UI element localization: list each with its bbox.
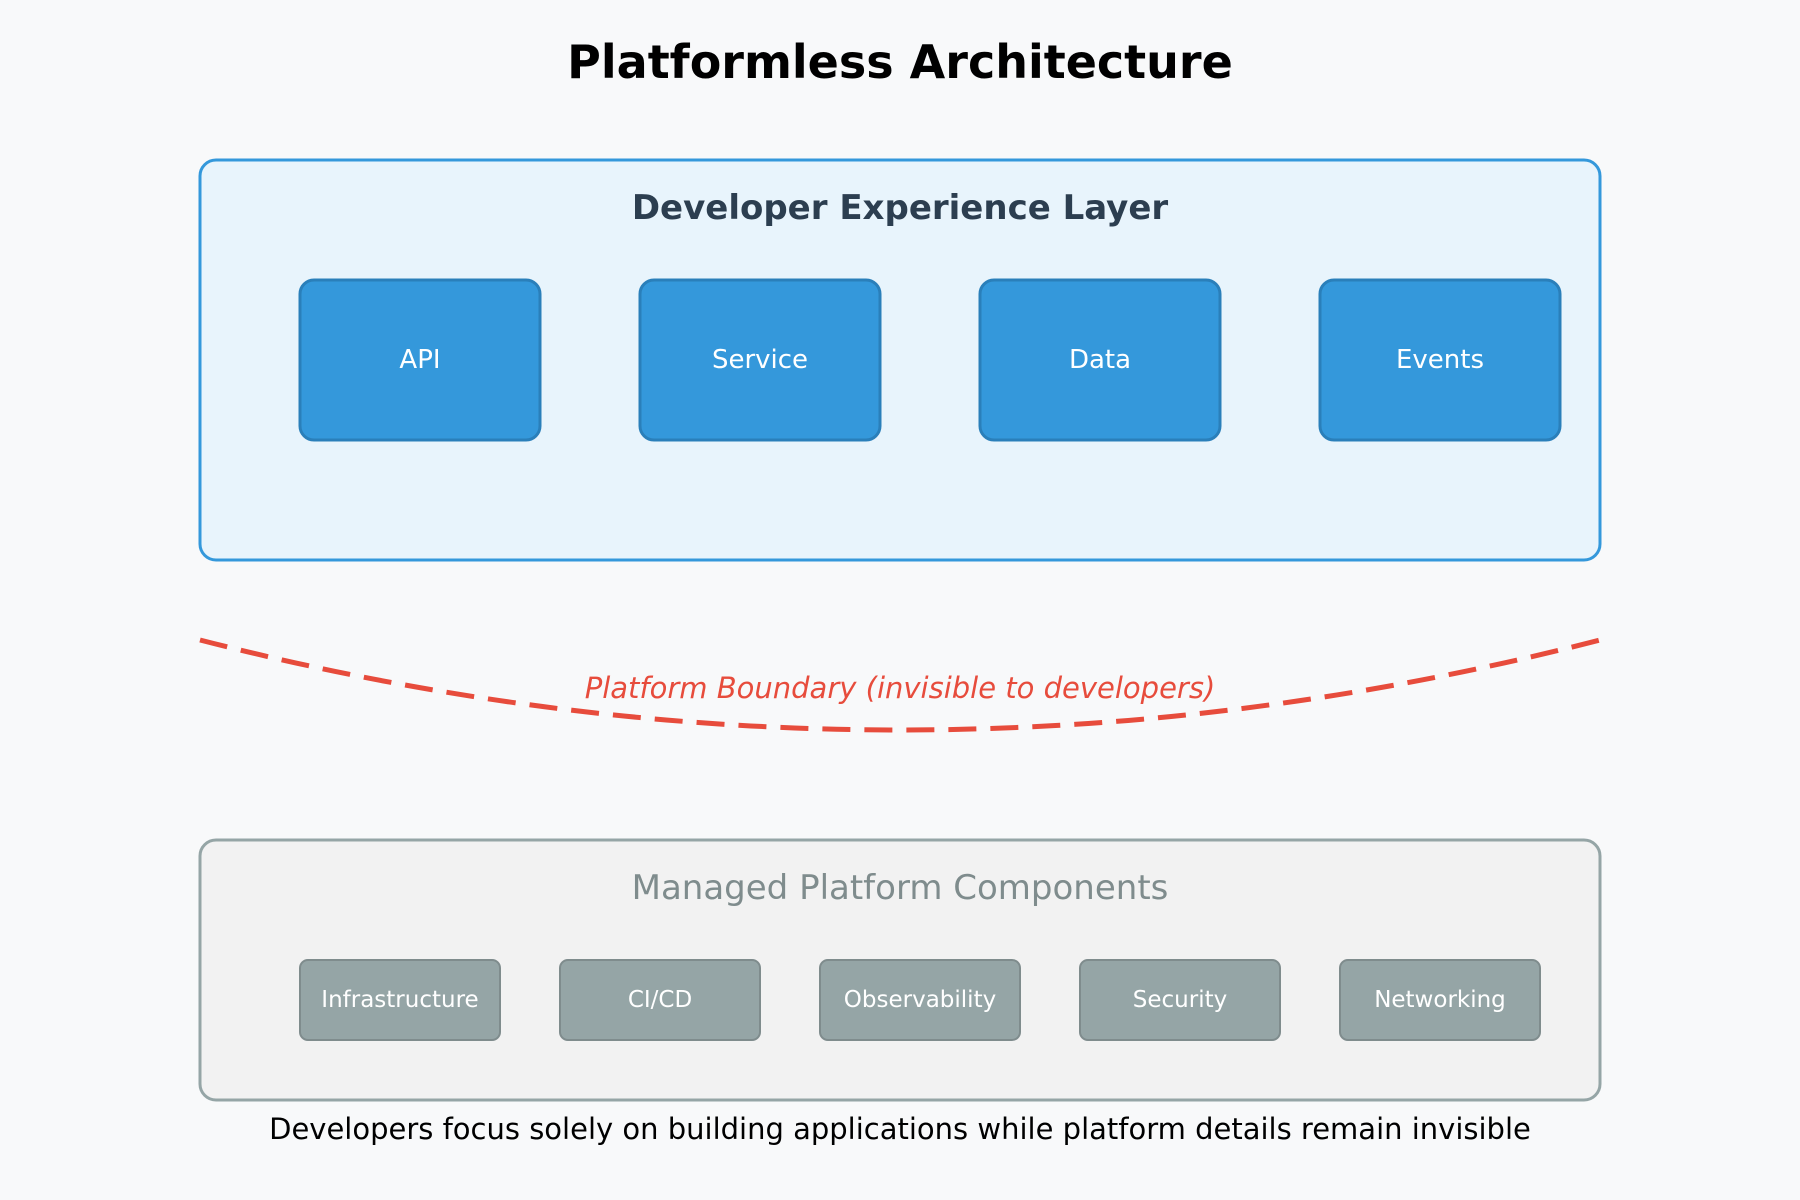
platform-component-label: Infrastructure xyxy=(321,987,478,1013)
diagram-caption: Developers focus solely on building appl… xyxy=(269,1112,1531,1146)
dev-component-label: Events xyxy=(1396,345,1484,375)
dev-component-box xyxy=(638,278,882,442)
managed-platform-layer: Managed Platform Components Infrastructu… xyxy=(198,838,1602,1102)
diagram-title: Platformless Architecture xyxy=(567,35,1233,89)
dev-component-data: Data xyxy=(978,278,1222,442)
platform-component-security: Security xyxy=(1079,959,1281,1041)
dev-component-label: API xyxy=(399,345,440,375)
platform-layer-title: Managed Platform Components xyxy=(632,868,1169,908)
developer-layer-title: Developer Experience Layer xyxy=(632,188,1169,228)
platform-component-box xyxy=(299,959,501,1041)
developer-layer-panel xyxy=(198,158,1602,562)
platform-component-ci-cd: CI/CD xyxy=(559,959,761,1041)
platform-component-label: Observability xyxy=(844,987,996,1013)
platform-component-box xyxy=(559,959,761,1041)
platform-component-box xyxy=(819,959,1021,1041)
platform-component-infrastructure: Infrastructure xyxy=(299,959,501,1041)
dev-component-label: Service xyxy=(712,345,808,375)
platform-boundary: Platform Boundary (invisible to develope… xyxy=(199,637,1601,733)
dev-component-box xyxy=(298,278,542,442)
platform-boundary-line xyxy=(199,637,1601,733)
platform-boundary-label: Platform Boundary (invisible to develope… xyxy=(585,671,1216,705)
dev-component-box xyxy=(978,278,1222,442)
platform-component-observability: Observability xyxy=(819,959,1021,1041)
dev-component-events: Events xyxy=(1318,278,1562,442)
dev-component-service: Service xyxy=(638,278,882,442)
platform-component-label: Security xyxy=(1133,987,1227,1013)
platform-component-box xyxy=(1079,959,1281,1041)
platform-component-networking: Networking xyxy=(1339,959,1541,1041)
developer-experience-layer: Developer Experience Layer API Service Dat… xyxy=(198,158,1602,562)
dev-component-label: Data xyxy=(1069,345,1131,375)
dev-component-api: API xyxy=(298,278,542,442)
dev-component-box xyxy=(1318,278,1562,442)
developer-components: API Service Data Events xyxy=(298,278,1562,442)
platform-components: Infrastructure CI/CD Observability Security… xyxy=(299,959,1541,1041)
platform-component-label: Networking xyxy=(1374,987,1506,1013)
platform-component-label: CI/CD xyxy=(628,987,692,1013)
platform-component-box xyxy=(1339,959,1541,1041)
